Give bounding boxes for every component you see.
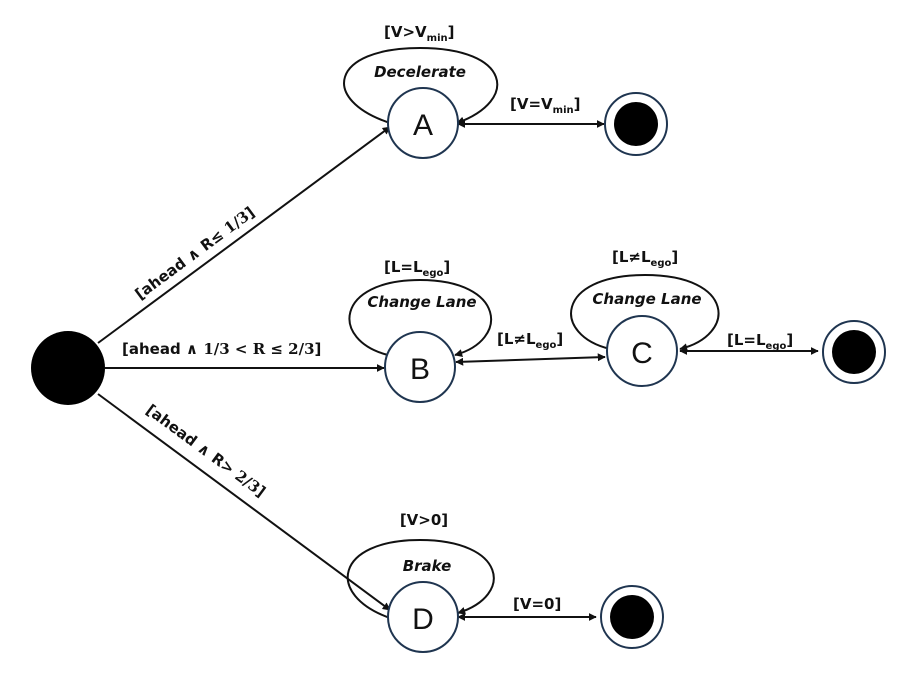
self-loop-d <box>347 538 495 619</box>
final-state-d <box>600 585 664 649</box>
action-a-self: Decelerate <box>374 63 466 81</box>
label-initial-to-d: [ahead ∧ R> 2/3] <box>143 401 269 501</box>
edge-initial-to-a <box>97 126 391 344</box>
initial-state <box>31 331 105 405</box>
guard-b-self: [L=Lego] <box>384 258 450 279</box>
self-loop-a <box>343 46 499 125</box>
action-c-self: Change Lane <box>592 290 701 308</box>
self-loop-c <box>570 273 720 352</box>
label-a-to-final: [V=Vmin] <box>510 95 580 116</box>
state-a-label: A <box>413 109 433 142</box>
state-c-label: C <box>631 337 653 370</box>
state-a: A <box>387 87 459 159</box>
label-b-to-c: [L≠Lego] <box>497 330 563 351</box>
guard-a-self: [V>Vmin] <box>384 23 454 44</box>
final-state-a <box>604 92 668 156</box>
edge-initial-to-d <box>97 393 391 611</box>
state-d-label: D <box>412 603 434 636</box>
state-b-label: B <box>410 353 430 386</box>
final-state-c <box>822 320 886 384</box>
label-initial-to-b: [ahead ∧ 1/3 < R ≤ 2/3] <box>122 340 321 358</box>
state-d: D <box>387 581 459 653</box>
label-c-to-final: [L=Lego] <box>727 331 793 352</box>
guard-d-self: [V>0] <box>400 511 448 529</box>
state-c: C <box>606 315 678 387</box>
edge-b-to-c <box>455 353 606 366</box>
label-initial-to-a: [ahead ∧ R≤ 1/3] <box>132 203 258 303</box>
action-d-self: Brake <box>403 557 452 575</box>
self-loop-b <box>348 278 492 357</box>
guard-c-self: [L≠Lego] <box>612 248 678 269</box>
label-d-to-final: [V=0] <box>513 595 561 613</box>
state-b: B <box>384 331 456 403</box>
action-b-self: Change Lane <box>367 293 476 311</box>
